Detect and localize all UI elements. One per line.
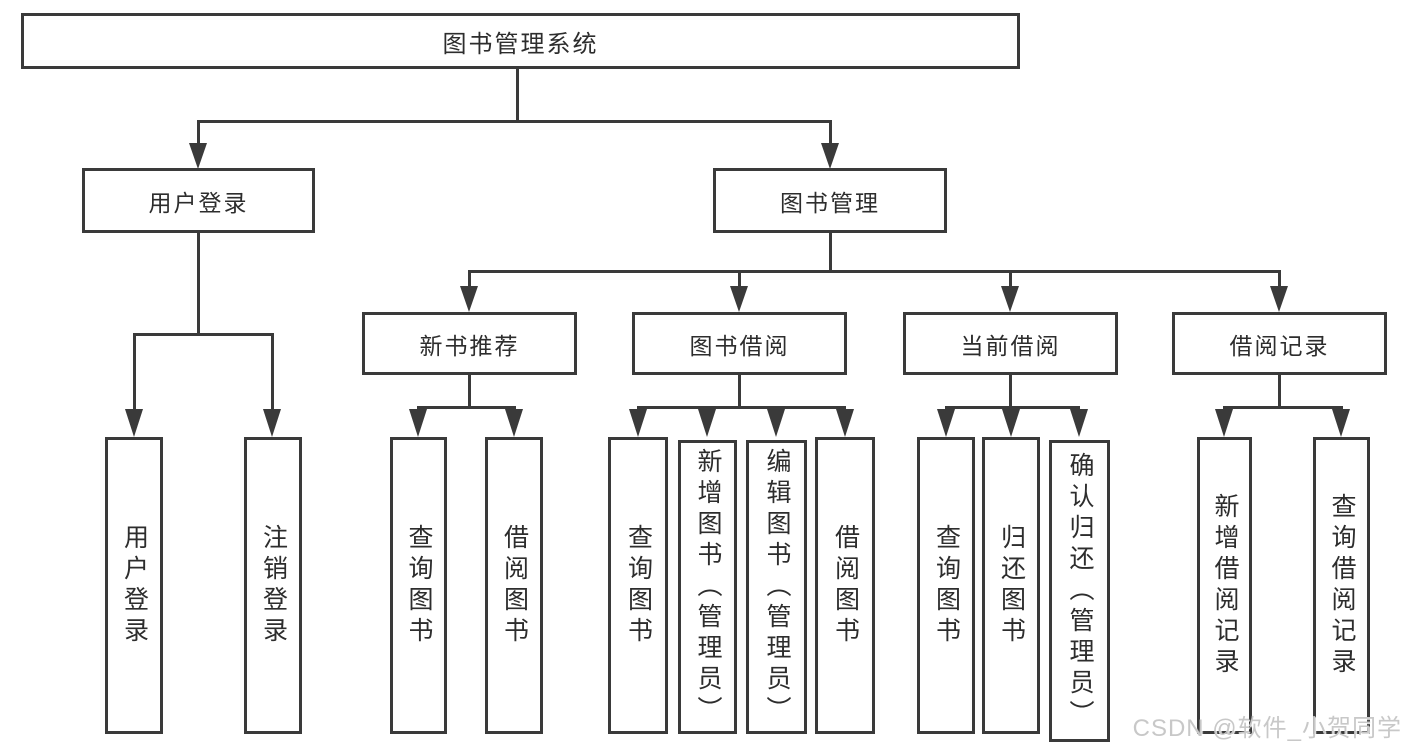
arrow-down-icon xyxy=(1070,409,1088,437)
node-label: 新书推荐 xyxy=(419,332,520,359)
arrow-down-icon xyxy=(1332,409,1350,437)
connector-borrow-records-stem xyxy=(1278,375,1281,409)
connector-new-book-rail xyxy=(417,406,516,409)
node-label: 图书管理系统 xyxy=(442,30,599,58)
node-label: 确认归还（管理员） xyxy=(1066,451,1094,731)
connector-borrow-records-rail xyxy=(1223,406,1343,409)
connector-user-login-stem xyxy=(197,233,200,336)
node-label: 图书借阅 xyxy=(689,332,790,359)
node-label: 借阅记录 xyxy=(1229,332,1330,359)
node-label: 查询借阅记录 xyxy=(1328,492,1356,679)
watermark: CSDN @软件_小贺同学 xyxy=(1132,715,1402,742)
node-leaf-logout: 注销登录 xyxy=(244,437,302,734)
connector-new-book-stem xyxy=(468,375,471,409)
node-label: 编辑图书（管理员） xyxy=(763,447,791,727)
node-label: 新增图书（管理员） xyxy=(694,447,722,727)
node-label: 图书管理 xyxy=(780,189,880,216)
connector-book-management-stem xyxy=(829,233,832,273)
connector-drop-current-borrow xyxy=(1009,270,1012,288)
node-leaf-borrow-book-recommend: 借阅图书 xyxy=(485,437,543,734)
node-leaf-user-login: 用户登录 xyxy=(105,437,163,734)
node-leaf-query-book-borrow: 查询图书 xyxy=(608,437,668,734)
connector-book-borrow-stem xyxy=(738,375,741,409)
node-user-login: 用户登录 xyxy=(82,168,315,233)
node-label: 查询图书 xyxy=(405,523,433,648)
arrow-down-icon xyxy=(1215,409,1233,437)
connector-root-stem xyxy=(516,69,519,122)
node-book-management: 图书管理 xyxy=(713,168,947,233)
connector-drop-book-borrow xyxy=(738,270,741,288)
connector-user-login-rail xyxy=(133,333,274,336)
node-label: 新增借阅记录 xyxy=(1211,492,1239,679)
connector-current-borrow-stem xyxy=(1009,375,1012,409)
arrow-down-icon xyxy=(836,409,854,437)
node-current-borrow: 当前借阅 xyxy=(903,312,1118,375)
arrow-down-icon xyxy=(821,143,839,169)
node-leaf-borrow-book: 借阅图书 xyxy=(815,437,875,734)
arrow-down-icon xyxy=(505,409,523,437)
node-leaf-edit-book-admin: 编辑图书（管理员） xyxy=(746,440,807,734)
node-label: 查询图书 xyxy=(932,523,961,648)
node-label: 当前借阅 xyxy=(960,332,1061,359)
arrow-down-icon xyxy=(1002,409,1020,437)
connector-drop-user-login xyxy=(197,120,200,145)
arrow-down-icon xyxy=(937,409,955,437)
node-new-book-recommend: 新书推荐 xyxy=(362,312,577,375)
connector-book-borrow-rail xyxy=(637,406,846,409)
node-leaf-add-borrow-record: 新增借阅记录 xyxy=(1197,437,1252,734)
node-label: 借阅图书 xyxy=(500,523,529,648)
connector-drop-book-management xyxy=(829,120,832,145)
arrow-down-icon xyxy=(189,143,207,169)
arrow-down-icon xyxy=(698,409,716,437)
node-leaf-query-book-recommend: 查询图书 xyxy=(390,437,447,734)
connector-drop-leaf-logout xyxy=(271,333,274,410)
node-label: 用户登录 xyxy=(120,523,149,648)
node-leaf-confirm-return-admin: 确认归还（管理员） xyxy=(1049,440,1110,742)
connector-current-borrow-rail xyxy=(945,406,1080,409)
node-book-borrow: 图书借阅 xyxy=(632,312,847,375)
node-borrow-records: 借阅记录 xyxy=(1172,312,1387,375)
connector-drop-new-book xyxy=(468,270,471,288)
arrow-down-icon xyxy=(1001,286,1019,312)
arrow-down-icon xyxy=(460,286,478,312)
node-leaf-add-book-admin: 新增图书（管理员） xyxy=(678,440,737,734)
arrow-down-icon xyxy=(125,409,143,437)
connector-root-rail xyxy=(197,120,832,123)
arrow-down-icon xyxy=(629,409,647,437)
connector-book-management-rail xyxy=(468,270,1281,273)
node-label: 查询图书 xyxy=(624,523,653,648)
node-leaf-query-book-current: 查询图书 xyxy=(917,437,975,734)
node-label: 归还图书 xyxy=(997,523,1026,648)
connector-drop-leaf-user-login xyxy=(133,333,136,410)
node-library-management-system: 图书管理系统 xyxy=(21,13,1020,69)
arrow-down-icon xyxy=(1270,286,1288,312)
node-leaf-return-book: 归还图书 xyxy=(982,437,1040,734)
node-label: 借阅图书 xyxy=(831,523,860,648)
arrow-down-icon xyxy=(730,286,748,312)
connector-drop-borrow-records xyxy=(1278,270,1281,288)
node-leaf-query-borrow-record: 查询借阅记录 xyxy=(1313,437,1370,734)
arrow-down-icon xyxy=(263,409,281,437)
node-label: 用户登录 xyxy=(148,189,249,216)
node-label: 注销登录 xyxy=(259,523,288,648)
arrow-down-icon xyxy=(409,409,427,437)
arrow-down-icon xyxy=(767,409,785,437)
